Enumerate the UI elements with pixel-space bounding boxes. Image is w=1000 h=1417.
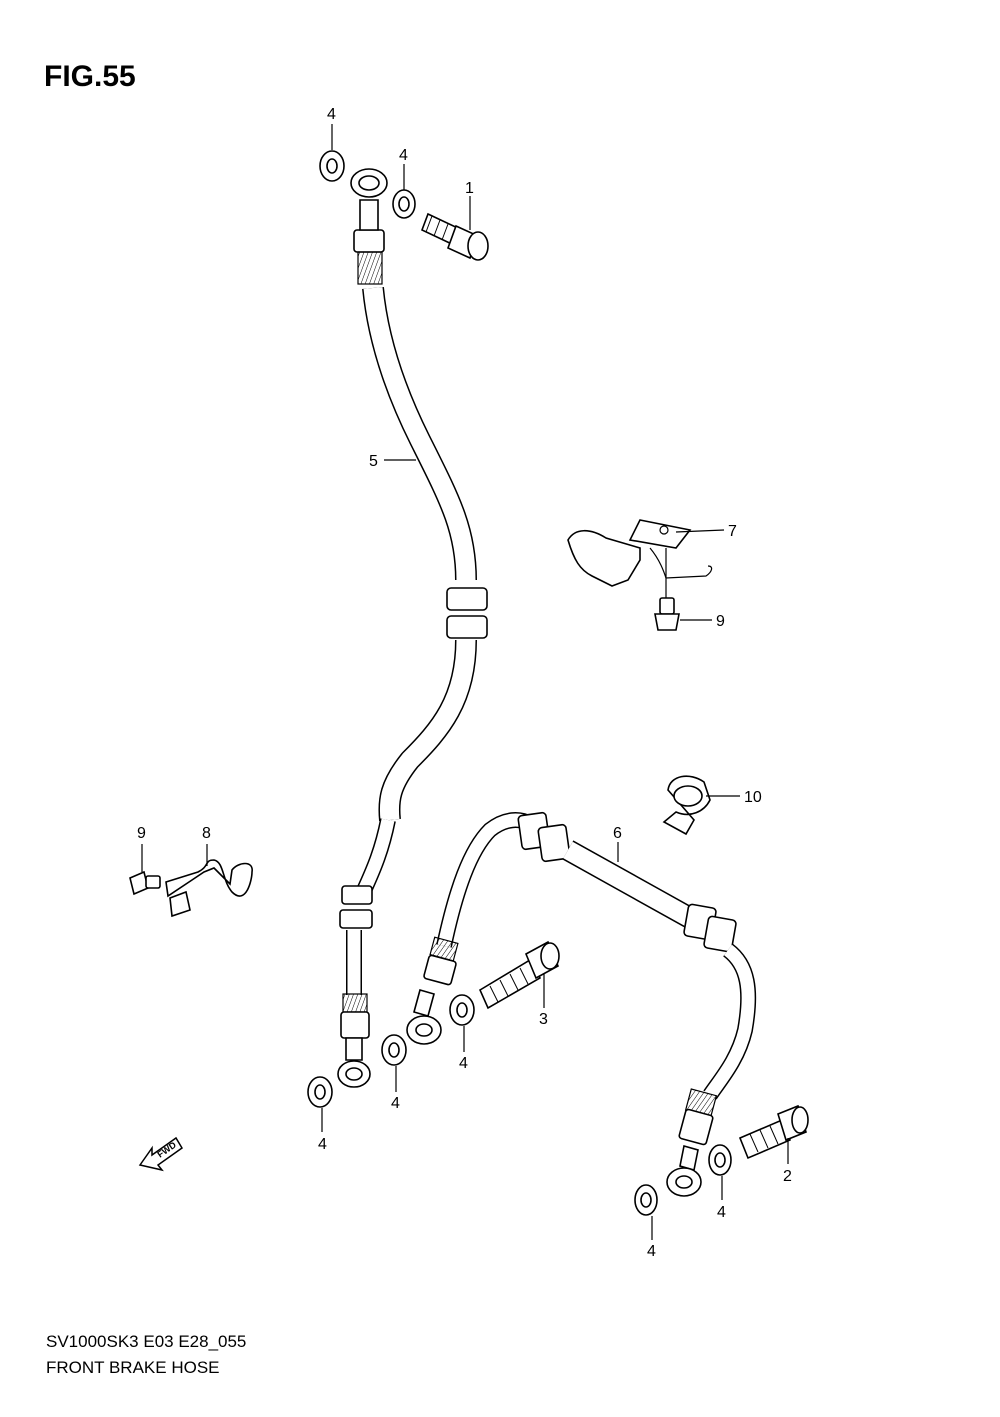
brake-hose-6 [406, 811, 757, 1197]
callouts: 4 4 1 5 7 9 10 6 9 8 3 4 4 4 2 4 4 [137, 106, 792, 1260]
model-code: SV1000SK3 E03 E28_055 [46, 1332, 247, 1351]
washer-top-right [392, 189, 416, 219]
callout-union-bolt-2: 2 [783, 1168, 792, 1185]
callout-bolt-9-right: 9 [716, 613, 725, 630]
washer-top-left [319, 150, 345, 182]
callout-bolt-9-left: 9 [137, 825, 146, 842]
callout-hose-5: 5 [369, 453, 378, 470]
callout-bracket-8: 8 [202, 825, 211, 842]
leader-lines [141, 124, 789, 1240]
callout-washer-mid-a: 4 [459, 1055, 468, 1072]
callout-clamp-10: 10 [744, 789, 762, 806]
callout-washer-top-left: 4 [327, 106, 336, 123]
figure-name: FRONT BRAKE HOSE [46, 1358, 220, 1377]
callout-washer-mid-b: 4 [391, 1095, 400, 1112]
bracket-8 [165, 859, 253, 918]
clamp-10 [662, 775, 711, 836]
callout-washer-bottom-mid: 4 [647, 1243, 656, 1260]
callout-union-bolt-3: 3 [539, 1011, 548, 1028]
union-bolt-3 [478, 940, 560, 1010]
washer-bottom-left [307, 1076, 333, 1108]
callout-bracket-7: 7 [728, 523, 737, 540]
bolt-9-left [129, 870, 161, 896]
union-bolt-1 [420, 212, 489, 261]
figure-title: FIG.55 [44, 60, 136, 93]
washer-mid-a [449, 994, 475, 1026]
callout-washer-bottom-right: 4 [717, 1204, 726, 1221]
callout-washer-bottom-left: 4 [318, 1136, 327, 1153]
bolt-9-right [654, 597, 680, 631]
brake-hose-5 [337, 168, 488, 1088]
callout-union-bolt-1: 1 [465, 180, 474, 197]
washer-bottom-mid [634, 1184, 658, 1216]
callout-washer-top-right: 4 [399, 147, 408, 164]
bracket-7 [567, 519, 713, 587]
callout-hose-6: 6 [613, 825, 622, 842]
union-bolt-2 [738, 1104, 809, 1160]
fwd-arrow-icon: FWD [138, 1136, 184, 1172]
washer-mid-b [381, 1034, 407, 1066]
washer-bottom-right [708, 1144, 732, 1176]
